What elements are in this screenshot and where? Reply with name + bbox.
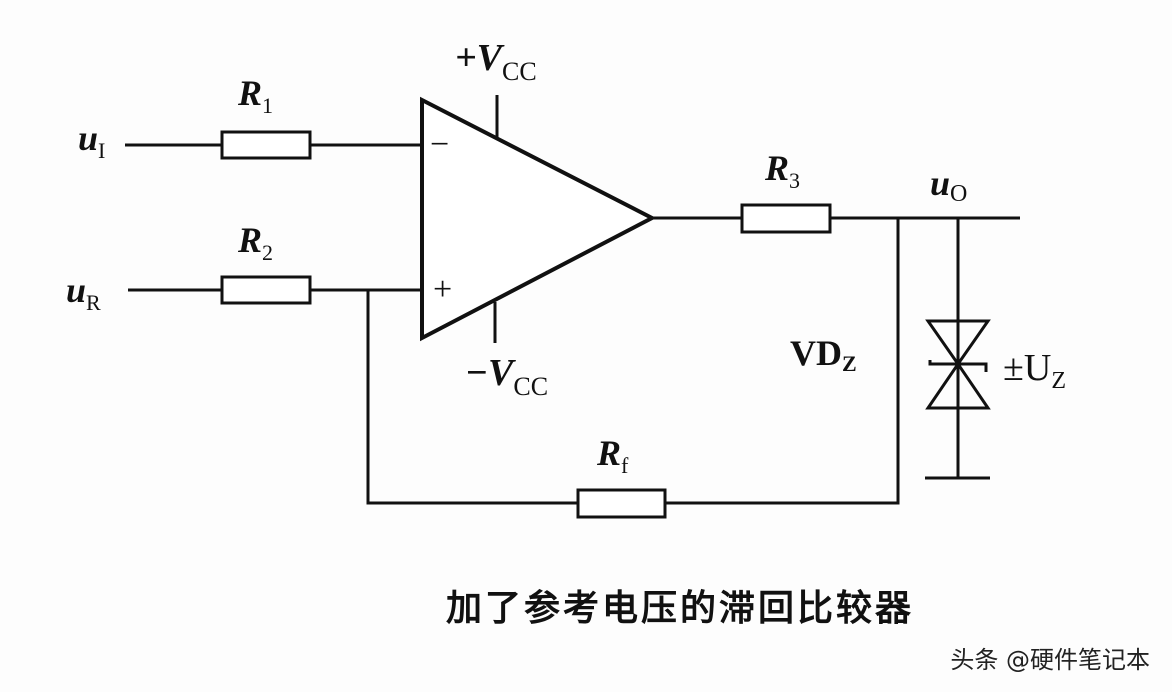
label-inverting: −	[430, 126, 449, 163]
label-rf: Rf	[596, 433, 629, 478]
watermark: 头条 @硬件笔记本	[950, 646, 1150, 674]
caption: 加了参考电压的滞回比较器	[446, 588, 914, 629]
resistor-r3	[740, 203, 832, 234]
label-vcc-neg: −VCC	[465, 352, 548, 401]
label-uo: uO	[930, 163, 967, 207]
label-uz: ±UZ	[1003, 347, 1066, 394]
resistor-rf	[576, 488, 667, 519]
label-ui: uI	[78, 118, 105, 163]
label-r2: R2	[237, 220, 273, 265]
resistor-r1	[220, 130, 312, 160]
label-vcc-pos: +VCC	[455, 37, 537, 86]
label-vdz: VDZ	[790, 333, 857, 376]
label-ur: uR	[66, 270, 101, 315]
label-r1: R1	[237, 73, 273, 118]
resistor-r2	[220, 275, 312, 305]
label-r3: R3	[764, 148, 800, 193]
op-amp	[420, 96, 657, 342]
label-noninverting: +	[433, 271, 452, 308]
zener-diode	[925, 218, 991, 480]
